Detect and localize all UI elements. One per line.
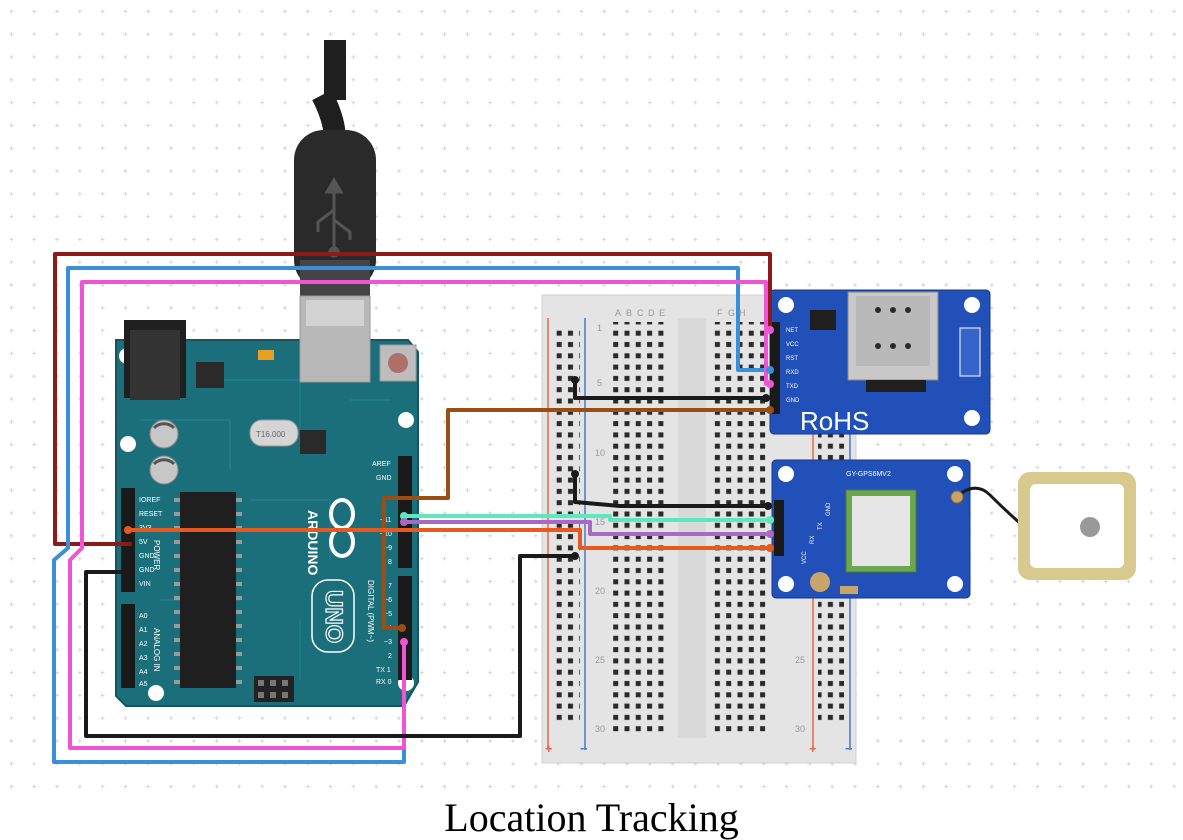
gsm-pin-header	[770, 322, 780, 414]
pin-label: NET	[786, 328, 798, 334]
wires	[52, 252, 772, 764]
crystal-oscillator: T16.000	[249, 419, 299, 447]
col-letter: E	[659, 308, 665, 318]
wire-blue[interactable]	[52, 266, 772, 764]
rail-minus-sign: −	[580, 741, 588, 756]
icsp-header	[254, 676, 294, 702]
pin-label: RXD	[786, 370, 799, 376]
analog-section-label: ANALOG IN	[152, 628, 161, 672]
reset-button[interactable]	[379, 344, 417, 382]
row-number: 25	[595, 655, 605, 665]
row-number: 30	[795, 724, 805, 734]
pin-label: TX	[818, 522, 824, 530]
col-letter: B	[626, 308, 632, 318]
pin-label: GND	[786, 398, 800, 404]
rail-plus-sign: +	[809, 741, 817, 756]
col-letter: A	[615, 308, 621, 318]
pin-label: VCC	[802, 551, 808, 564]
wire-black[interactable]	[84, 554, 577, 738]
pin-label: 7	[388, 583, 392, 590]
arduino-logo-text: ARDUINO	[305, 510, 321, 575]
pin-label: A3	[139, 655, 148, 662]
gsm-rohs-marking: RoHS	[800, 406, 869, 436]
pin-label: IOREF	[139, 497, 160, 504]
pin-label: GND	[139, 553, 155, 560]
wire-endpoints	[124, 326, 774, 646]
voltage-regulator	[196, 362, 224, 388]
pin-label: VIN	[139, 581, 151, 588]
pin-label: AREF	[372, 461, 391, 468]
pin-label: A0	[139, 613, 148, 620]
pin-label: VCC	[786, 342, 799, 348]
dc-power-jack	[124, 320, 186, 400]
pin-label: RX	[810, 536, 816, 544]
row-number: 15	[595, 517, 605, 527]
gps-antenna[interactable]	[950, 472, 1136, 580]
row-number: 1	[597, 323, 602, 333]
pin-label: RST	[786, 356, 798, 362]
row-number: 30	[595, 724, 605, 734]
pin-label: 5V	[139, 539, 148, 546]
diagram-caption: Location Tracking	[444, 795, 739, 840]
pin-label: ~6	[384, 597, 392, 604]
col-letter: C	[637, 308, 644, 318]
pin-label: A5	[139, 681, 148, 688]
wire-black[interactable]	[573, 472, 770, 508]
capacitor	[149, 419, 179, 485]
power-pin-header	[121, 488, 135, 688]
gsm-pin-labels: NET VCC RST RXD TXD GND	[786, 328, 800, 404]
led-indicator	[258, 350, 274, 360]
col-letter: G	[728, 308, 735, 318]
gps-module-name: GY-GPS6MV2	[846, 471, 891, 478]
pin-label: TXD	[786, 384, 799, 390]
arduino-model-text: UNO	[320, 590, 347, 643]
pin-label: 8	[388, 559, 392, 566]
wire-teal[interactable]	[402, 514, 772, 522]
rail-minus-sign: −	[845, 741, 853, 756]
gsm-module[interactable]	[769, 289, 991, 435]
breadboard-row-numbers: 1 5 10 15 20 25 30 25 30	[595, 323, 805, 734]
breadboard-column-letters: A B C D E F G H	[615, 308, 746, 318]
row-number: 10	[595, 448, 605, 458]
gps-pin-header	[774, 500, 784, 556]
pin-label: GND	[826, 502, 832, 516]
wire-orange[interactable]	[126, 528, 772, 550]
pin-label: A1	[139, 627, 148, 634]
pin-label: A2	[139, 641, 148, 648]
uno-outline	[311, 579, 355, 653]
breadboard-rail-signs: + − + −	[545, 741, 853, 756]
pin-label: ~5	[384, 611, 392, 618]
rail-plus-sign: +	[545, 741, 553, 756]
wire-black[interactable]	[573, 378, 768, 400]
crystal-label: T16.000	[256, 430, 286, 439]
pin-label: ~9	[384, 545, 392, 552]
gps-module[interactable]	[771, 459, 971, 599]
pin-label: RESET	[139, 511, 163, 518]
pin-label: 2	[388, 653, 392, 660]
digital-section-label: DIGITAL (PWM~)	[366, 580, 375, 642]
atmega-chip	[174, 492, 242, 688]
col-letter: D	[648, 308, 655, 318]
usb-chip	[300, 430, 326, 454]
row-number: 5	[597, 378, 602, 388]
pin-label: GND	[139, 567, 155, 574]
gps-pin-labels: VCC RX TX GND	[802, 502, 832, 564]
power-section-label: POWER	[152, 540, 161, 570]
col-letter: H	[739, 308, 746, 318]
pin-label: GND	[376, 475, 392, 482]
wire-pink[interactable]	[68, 280, 768, 750]
pin-label: A4	[139, 669, 148, 676]
pin-label: ~3	[384, 639, 392, 646]
pin-label: RX 0	[376, 679, 392, 686]
row-number: 20	[595, 586, 605, 596]
pin-label: TX 1	[376, 667, 391, 674]
wire-brown[interactable]	[382, 408, 772, 630]
col-letter: F	[717, 308, 723, 318]
wire-purple[interactable]	[402, 520, 772, 536]
row-number: 25	[795, 655, 805, 665]
